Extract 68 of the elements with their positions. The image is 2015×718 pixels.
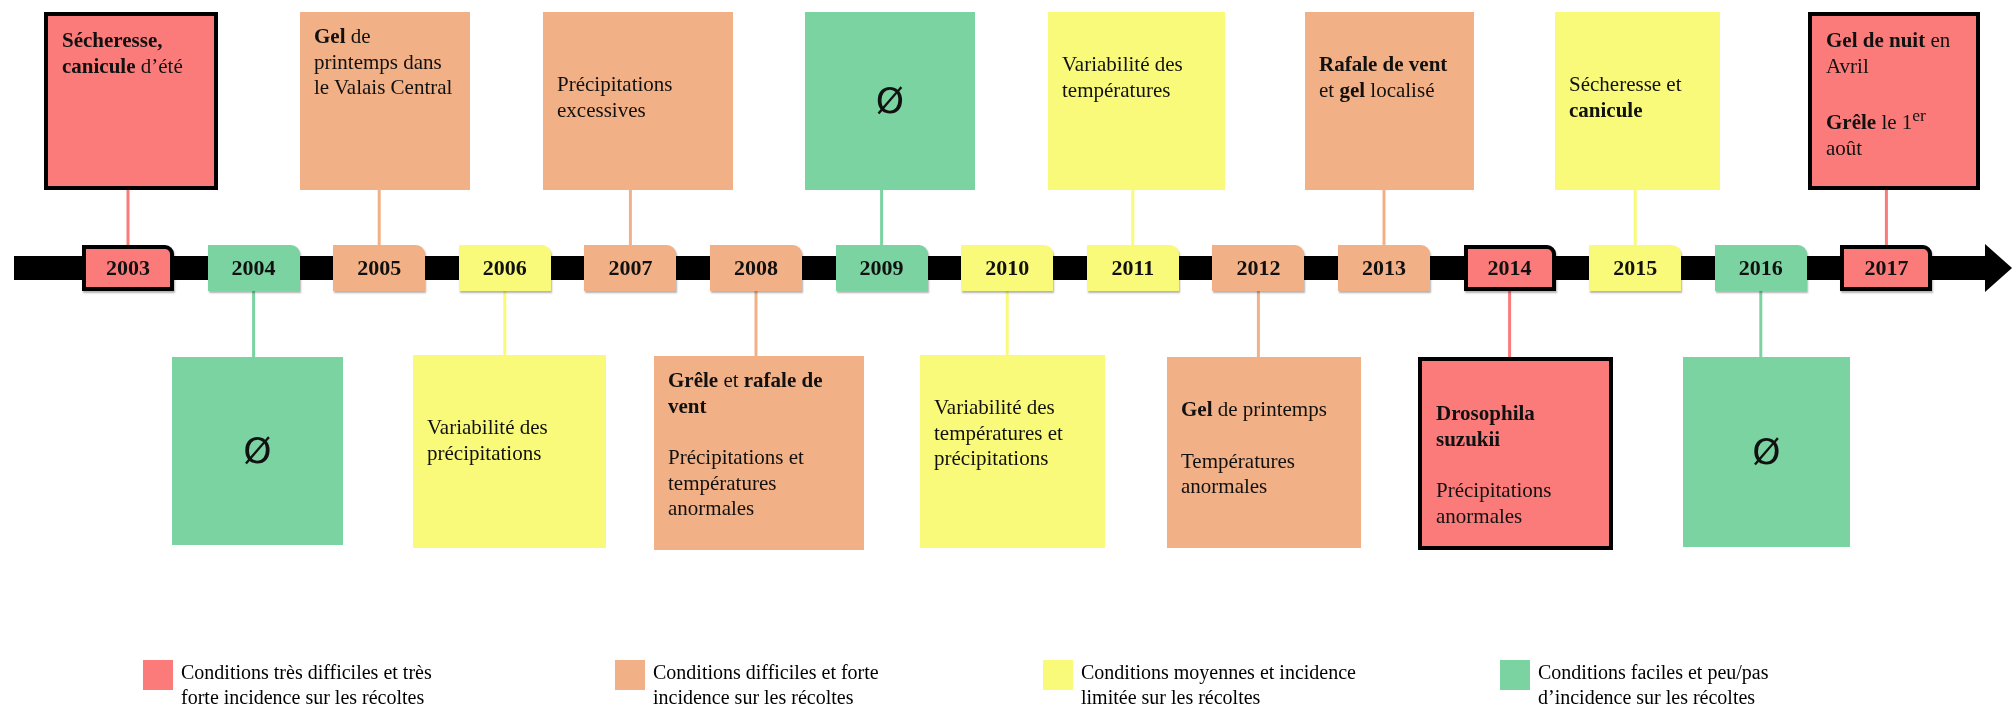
event-description: Grêle le 1$^{er}$ août: [1826, 105, 1927, 162]
event-box: [413, 355, 606, 548]
empty-set-symbol: Ø: [875, 79, 905, 123]
empty-set-symbol: Ø: [1752, 430, 1781, 474]
event-box: [300, 12, 470, 190]
event-box: [1048, 12, 1225, 190]
event-description: Gel de printemps: [1181, 397, 1328, 423]
connector-line: [1508, 291, 1512, 357]
connector-line: [1005, 291, 1009, 355]
event-description: Rafale de vent et gel localisé: [1319, 52, 1449, 104]
connector-line: [1633, 190, 1637, 245]
event-box: [543, 12, 733, 190]
connector-line: [1131, 190, 1135, 245]
legend-text: Conditions très difficiles et très forte incidence sur les récoltes: [181, 660, 433, 710]
event-box: [1683, 357, 1850, 547]
year-tab: 2017: [1840, 245, 1933, 291]
event-box: [172, 357, 343, 545]
event-description: Gel de nuit en Avril: [1826, 28, 1952, 80]
year-tab: 2012: [1212, 245, 1305, 291]
year-tab: 2008: [710, 245, 802, 291]
legend-text: Conditions difficiles et forte incidence sur les récoltes: [653, 660, 880, 710]
event-description: Températures anormales: [1181, 448, 1296, 500]
year-tab: 2005: [333, 245, 426, 291]
connector-line: [628, 190, 632, 245]
event-description: Précipitations et températures anormales: [668, 445, 805, 523]
year-tab: 2007: [584, 245, 677, 291]
legend-text: Conditions moyennes et incidence limitée sur les récoltes: [1081, 660, 1357, 710]
year-tab: 2003: [82, 245, 174, 291]
event-description: Sécheresse, canicule d’été: [62, 28, 184, 80]
event-box: [920, 355, 1105, 548]
event-box: [1167, 357, 1361, 548]
connector-line: [880, 190, 884, 245]
year-tab: 2004: [207, 245, 300, 291]
event-box: [44, 12, 218, 190]
event-description: Précipitations excessives: [557, 72, 674, 124]
event-description: Variabilité des températures et précipitations: [934, 395, 1064, 472]
event-box: [805, 12, 975, 190]
year-tab: 2006: [458, 245, 551, 291]
event-box: [654, 356, 864, 550]
legend-text: Conditions faciles et peu/pas d’incidence sur les récoltes: [1538, 660, 1770, 710]
event-box: [1808, 12, 1980, 190]
year-tab: 2009: [835, 245, 928, 291]
year-tab: 2014: [1463, 245, 1556, 291]
event-box: [1305, 12, 1474, 190]
year-tab: 2011: [1086, 245, 1179, 291]
year-tab: 2013: [1338, 245, 1430, 291]
connector-line: [1382, 190, 1386, 245]
connector-line: [754, 291, 758, 356]
year-tab: 2015: [1589, 245, 1682, 291]
connector-line: [252, 291, 256, 357]
connector-line: [1884, 190, 1888, 245]
empty-set-symbol: Ø: [243, 429, 272, 473]
connector-line: [1256, 291, 1260, 357]
event-description: Gel de printemps dans le Valais Central: [314, 24, 454, 101]
event-description: Précipitations anormales: [1436, 478, 1553, 530]
connector-line: [126, 190, 130, 245]
event-description: Drosophila suzukii: [1436, 401, 1536, 453]
connector-line: [503, 291, 507, 355]
event-box: [1555, 12, 1720, 190]
connector-line: [1759, 291, 1763, 357]
event-description: Sécheresse et canicule: [1569, 72, 1683, 124]
connector-line: [377, 190, 381, 245]
year-tab: 2010: [961, 245, 1054, 291]
event-description: Variabilité des températures: [1062, 52, 1184, 104]
year-tab: 2016: [1714, 245, 1807, 291]
event-description: Grêle et rafale de vent: [668, 368, 824, 420]
event-description: Variabilité des précipitations: [427, 415, 549, 467]
event-box: [1418, 357, 1613, 550]
